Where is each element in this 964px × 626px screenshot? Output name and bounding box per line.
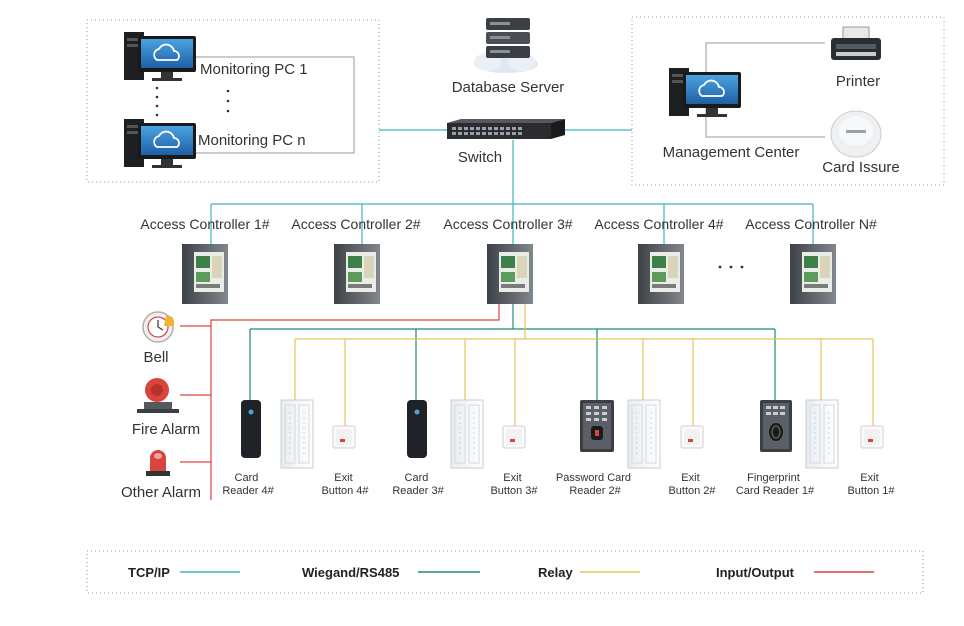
fire-alarm-icon (137, 378, 179, 413)
exit-button-4-line-2: Button 4# (321, 485, 369, 497)
exit-button-3-icon (502, 425, 526, 449)
exit-button-2-label: Exit Button 2# (668, 472, 716, 497)
exit-button-1-icon (860, 425, 884, 449)
exit-button-2-icon (680, 425, 704, 449)
legend: TCP/IP Wiegand/RS485 Relay Input/Output (128, 565, 874, 580)
fingerprint-card-reader-1-label: Fingerprint Card Reader 1# (736, 472, 815, 497)
controller-4-icon (638, 244, 684, 304)
controller-2-label: Access Controller 2# (291, 216, 420, 232)
exit-button-2-line-2: Button 2# (668, 485, 716, 497)
exit-button-3-label: Exit Button 3# (490, 472, 538, 497)
management-frame (631, 16, 945, 186)
relay-lines (294, 304, 874, 426)
management-pc-icon (668, 67, 742, 118)
exit-button-4-line-1: Exit (334, 472, 352, 484)
controller-2-icon (334, 244, 380, 304)
card-reader-3-label: Card Reader 3# (392, 472, 444, 497)
database-server-label: Database Server (452, 79, 565, 96)
fingerprint-card-reader-1-line-1: Fingerprint (747, 472, 800, 484)
controller-n-icon (790, 244, 836, 304)
monitoring-frame (86, 19, 380, 183)
input-output-lines (180, 304, 500, 500)
door-1-icon (805, 399, 839, 469)
monitoring-pc-1-label: Monitoring PC 1 (200, 61, 308, 78)
card-issue-label: Card Issure (822, 159, 900, 176)
card-reader-3-line-2: Reader 3# (392, 485, 444, 497)
exit-button-3-line-1: Exit (503, 472, 521, 484)
controller-3-label: Access Controller 3# (443, 216, 572, 232)
legend-relay-label: Relay (538, 565, 573, 580)
monitoring-pc-n-label: Monitoring PC n (198, 132, 306, 149)
door-2-icon (627, 399, 661, 469)
door-3-icon (450, 399, 484, 469)
other-alarm-label: Other Alarm (121, 484, 201, 501)
password-card-reader-2-line-2: Reader 2# (569, 485, 621, 497)
card-issue-device-icon (830, 110, 882, 158)
password-card-reader-2-icon (580, 400, 614, 452)
switch-label: Switch (458, 149, 502, 166)
network-switch-icon (447, 119, 565, 139)
exit-button-4-label: Exit Button 4# (321, 472, 369, 497)
fingerprint-card-reader-1-icon (760, 400, 792, 452)
legend-wiegand-label: Wiegand/RS485 (302, 565, 399, 580)
exit-button-2-line-1: Exit (681, 472, 699, 484)
bell-icon (142, 311, 175, 343)
exit-button-1-line-1: Exit (860, 472, 878, 484)
legend-input-output-label: Input/Output (716, 565, 795, 580)
monitoring-ellipsis (155, 86, 230, 117)
controller-3-icon (487, 244, 533, 304)
card-reader-4-label: Card Reader 4# (222, 472, 274, 497)
legend-frame (86, 550, 924, 594)
card-reader-4-line-2: Reader 4# (222, 485, 274, 497)
legend-tcp-ip-label: TCP/IP (128, 565, 170, 580)
exit-button-1-label: Exit Button 1# (847, 472, 895, 497)
password-card-reader-2-line-1: Password Card (556, 472, 631, 484)
card-reader-3-icon (407, 400, 427, 458)
other-alarm-icon (146, 450, 170, 476)
exit-button-4-icon (332, 425, 356, 449)
exit-button-3-line-2: Button 3# (490, 485, 538, 497)
door-4-icon (280, 399, 314, 469)
monitoring-bracket (187, 56, 355, 154)
controller-ellipsis (718, 265, 744, 269)
management-center-label: Management Center (663, 144, 800, 161)
monitoring-pc-1-icon (123, 31, 197, 82)
bell-label: Bell (143, 349, 168, 366)
controller-1-icon (182, 244, 228, 304)
database-server-icon (474, 18, 538, 73)
printer-label: Printer (836, 73, 880, 90)
wiegand-rs485-lines (249, 304, 776, 402)
fire-alarm-label: Fire Alarm (132, 421, 200, 438)
card-reader-4-icon (241, 400, 261, 458)
controller-1-label: Access Controller 1# (140, 216, 269, 232)
password-card-reader-2-label: Password Card Reader 2# (556, 472, 634, 497)
controller-n-label: Access Controller N# (745, 216, 877, 232)
card-reader-4-line-1: Card (235, 472, 259, 484)
card-reader-3-line-1: Card (405, 472, 429, 484)
printer-icon (831, 26, 881, 60)
monitoring-pc-n-icon (123, 118, 197, 169)
exit-button-1-line-2: Button 1# (847, 485, 895, 497)
controller-4-label: Access Controller 4# (594, 216, 723, 232)
fingerprint-card-reader-1-line-2: Card Reader 1# (736, 485, 815, 497)
